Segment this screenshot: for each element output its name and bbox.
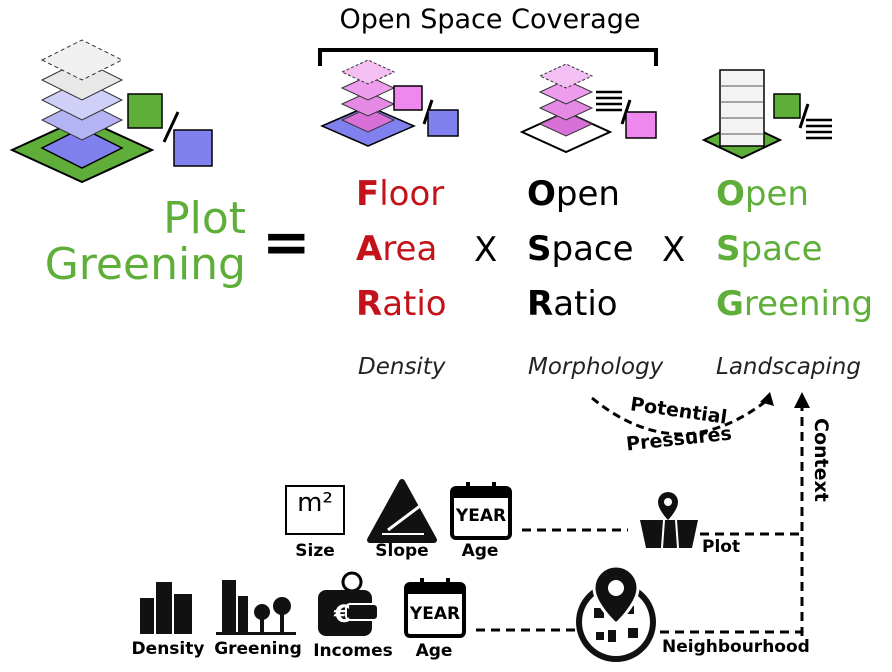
times-sign-2: X [662,230,686,270]
category-density: Density [358,354,446,380]
neighbourhood-age-label: Age [415,641,453,661]
pressures-arrow [591,396,771,436]
plot-label: Plot [702,537,741,557]
osr-term: Open Space Ratio [527,174,634,324]
context-label: Context [810,418,832,502]
wallet-icon [318,571,379,636]
neighbourhood-age-glyph: YEAR [409,604,461,624]
equals-sign: = [262,208,311,276]
times-sign-1: X [474,230,498,270]
plot-illustration [9,39,213,184]
category-morphology: Morphology [528,354,664,380]
size-label: Size [295,541,335,561]
greening-label: Greening [214,639,302,659]
plot-age-glyph: YEAR [455,506,507,526]
osg-term: Open Space Greening [716,174,874,324]
title-bracket [318,48,658,66]
osg-illustration [701,69,832,160]
category-landscaping: Landscaping [716,354,861,380]
plot-age-label: Age [461,541,499,561]
plot-pin-icon [640,492,698,549]
size-glyph: m² [297,488,333,518]
plot-greening-label: Plot Greening [44,193,246,290]
density-label: Density [131,639,205,659]
euro-glyph: € [334,600,351,628]
far-illustration [320,59,459,147]
slope-icon [367,479,437,543]
buildings-icon [140,582,192,634]
neighbourhood-pin-icon [576,564,656,662]
size-icon [285,485,345,535]
trees-icon [216,580,296,635]
osr-illustration [519,63,657,154]
calendar-icon [450,482,512,540]
incomes-label: Incomes [313,641,393,661]
diagram-title: Open Space Coverage [339,4,641,35]
slope-label: Slope [375,541,429,561]
far-term: Floor Area Ratio [356,174,447,324]
neighbourhood-label: Neighbourhood [662,637,810,657]
calendar-icon [404,578,466,638]
